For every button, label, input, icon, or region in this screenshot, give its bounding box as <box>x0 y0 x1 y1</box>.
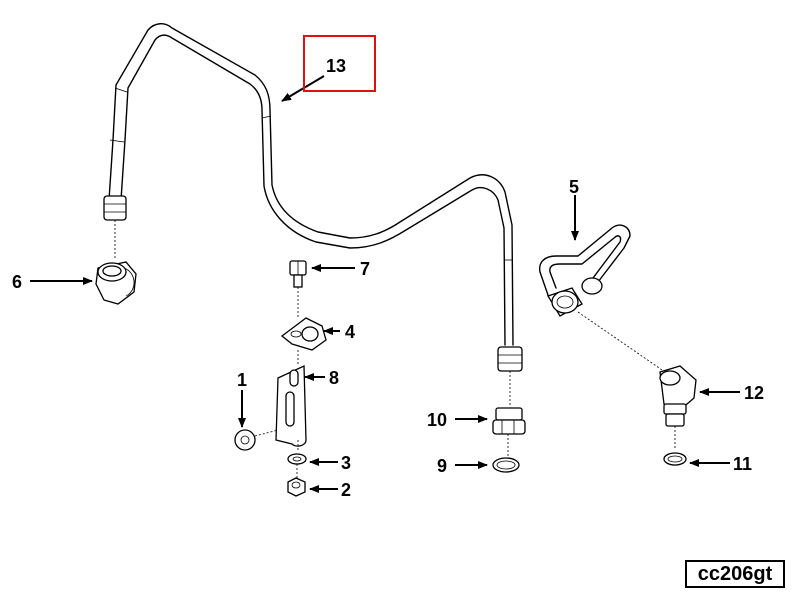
tube-nut-left <box>103 195 127 258</box>
bolt-7 <box>289 260 307 318</box>
callout-1: 1 <box>237 370 247 390</box>
callout-3: 3 <box>341 453 351 473</box>
connector-10 <box>492 407 526 458</box>
washer-3 <box>287 453 307 478</box>
bracket-8 <box>275 364 307 452</box>
elbow-fitting-6 <box>95 261 137 305</box>
seal-ring-9 <box>492 457 520 473</box>
callout-arrows <box>30 75 740 493</box>
seal-ring-11 <box>663 452 687 466</box>
callout-13: 13 <box>326 56 346 76</box>
fuel-line-5 <box>538 224 666 373</box>
callout-5: 5 <box>569 177 579 197</box>
callout-9: 9 <box>437 456 447 476</box>
reference-code-label: cc206gt <box>685 560 785 588</box>
washer-1 <box>234 429 279 451</box>
callout-12: 12 <box>744 383 764 403</box>
nut-2 <box>287 477 306 497</box>
callout-7: 7 <box>360 259 370 279</box>
tube-nut-right <box>497 346 523 405</box>
callout-2: 2 <box>341 480 351 500</box>
fuel-line-13 <box>108 23 514 346</box>
elbow-fitting-12 <box>659 365 697 450</box>
callout-8: 8 <box>329 368 339 388</box>
highlight-box-13 <box>303 35 376 92</box>
callout-11: 11 <box>733 454 752 474</box>
callout-6: 6 <box>12 272 22 292</box>
clamp-4 <box>280 317 327 365</box>
callout-4: 4 <box>345 322 355 342</box>
callout-10: 10 <box>427 410 447 430</box>
